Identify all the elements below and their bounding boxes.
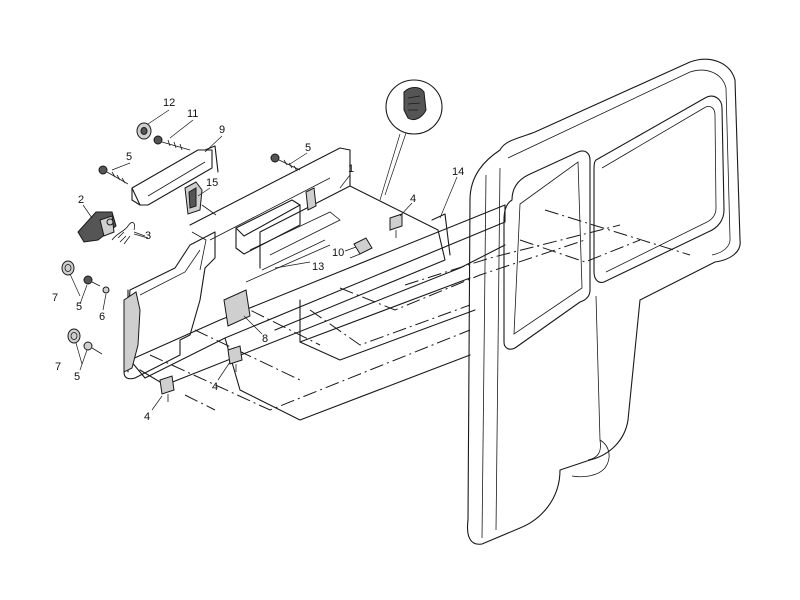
callout-10: 10 [332, 247, 344, 259]
callout-2: 2 [78, 194, 84, 206]
handle-2 [77, 211, 117, 243]
callout-5-top-left: 5 [126, 151, 132, 163]
side-panel [123, 231, 216, 380]
callout-labels: 12 11 9 5 5 1 14 15 2 4 3 10 13 7 5 6 8 … [52, 97, 464, 423]
callout-3: 3 [145, 230, 151, 242]
screw-5b [270, 153, 301, 172]
spring-3 [111, 222, 149, 245]
callout-5-top-middle: 5 [305, 142, 311, 154]
fastener-4b [227, 345, 243, 372]
cap-12 [136, 122, 152, 140]
callout-4-middle: 4 [212, 381, 218, 393]
callout-11: 11 [187, 108, 198, 120]
callout-13: 13 [312, 261, 324, 273]
fastener-4a [389, 213, 403, 238]
callout-1: 1 [348, 163, 354, 175]
leader-lines [69, 109, 458, 411]
plate-8 [223, 289, 251, 327]
callout-7-lower: 7 [55, 361, 61, 373]
cap-7a [61, 260, 75, 276]
callout-5-left-lower: 5 [74, 371, 80, 383]
callout-4-top: 4 [410, 193, 416, 205]
callout-7-upper: 7 [52, 292, 58, 304]
callout-5-left-upper: 5 [76, 301, 82, 313]
bracket-15 [184, 181, 217, 216]
cab-body [466, 58, 741, 545]
callout-9: 9 [219, 124, 225, 136]
callout-15: 15 [206, 177, 218, 189]
callout-6: 6 [99, 311, 105, 323]
callout-4-bottom: 4 [144, 411, 150, 423]
screw-5d [83, 341, 103, 355]
screw-5c [83, 275, 101, 287]
floor-panel [129, 147, 506, 421]
cap-7b [67, 328, 81, 344]
callout-12: 12 [163, 97, 175, 109]
fastener-4c [159, 375, 175, 402]
floor-guide-lines [149, 209, 691, 411]
callout-14: 14 [452, 166, 464, 178]
callout-8: 8 [262, 333, 268, 345]
clip-10 [349, 237, 373, 259]
bolt-11 [153, 135, 191, 151]
detail-bubble [379, 79, 443, 201]
washer-6 [102, 286, 110, 294]
trim-rail [131, 145, 219, 206]
screw-5a [98, 165, 129, 185]
